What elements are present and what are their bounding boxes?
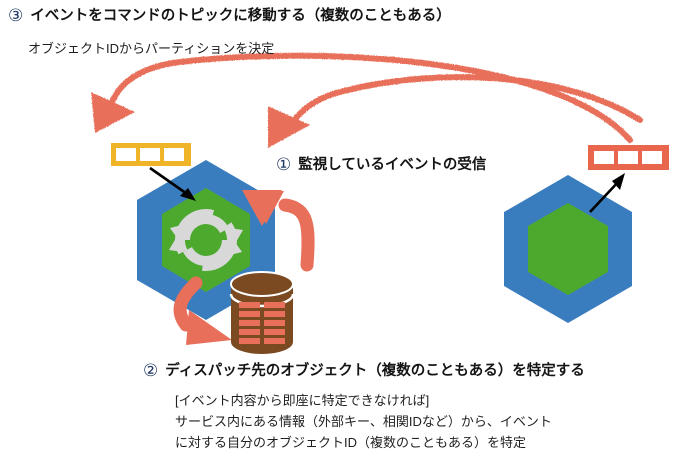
step2-headline-text: ディスパッチ先のオブジェクト（複数のこともある）を特定する: [165, 363, 585, 379]
step3-headline-text: イベントをコマンドのトピックに移動する（複数のこともある）: [30, 8, 451, 24]
step2-marker: ②: [143, 361, 159, 381]
step3-heading: ③ イベントをコマンドのトピックに移動する（複数のこともある）: [8, 6, 451, 26]
arrow-right-topic-to-service-hexagon: [268, 74, 643, 148]
database-cylinder: [229, 271, 295, 354]
sync-arrows-icon: [169, 209, 243, 271]
arrow-receive-event-into-service: [242, 190, 315, 272]
service-hexagon-right: [504, 175, 632, 323]
step2-heading: ② ディスパッチ先のオブジェクト（複数のこともある）を特定する: [143, 361, 585, 381]
arrow-service-to-database: [173, 276, 232, 345]
step1-marker: ①: [276, 155, 292, 175]
arrow-topic-to-service-left: [149, 166, 196, 201]
step2-subtext-line: に対する自分のオブジェクトID（複数のこともある）を特定: [175, 435, 527, 450]
step2-subtext-line: サービス内にある情報（外部キー、相関IDなど）から、イベント: [175, 414, 552, 429]
arrow-service-to-topic-right: [589, 173, 625, 213]
step2-subtext-line: [イベント内容から即座に特定できなければ]: [175, 393, 430, 408]
step3-subtext: オブジェクトIDからパーティションを決定: [28, 41, 275, 56]
topic-bar-red: [588, 145, 669, 170]
arrow-right-topic-to-left-topic: [91, 52, 633, 143]
topic-bar-yellow: [111, 143, 191, 166]
step2-subtext-block: [イベント内容から即座に特定できなければ] サービス内にある情報（外部キー、相関…: [175, 390, 552, 453]
step1-headline-text: 監視しているイベントの受信: [298, 157, 487, 173]
step3-marker: ③: [8, 6, 24, 26]
step1-heading: ① 監視しているイベントの受信: [276, 155, 486, 175]
